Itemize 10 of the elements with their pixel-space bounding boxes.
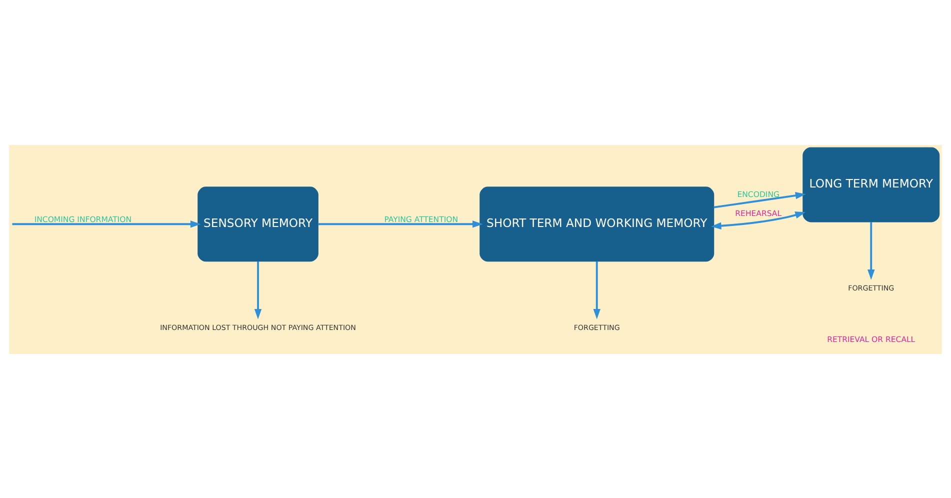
node-box: SENSORY MEMORY [198, 186, 318, 262]
arrow [12, 220, 201, 228]
arrow [254, 260, 262, 319]
node-box: SHORT TERM AND WORKING MEMORY [480, 186, 714, 262]
arrow [318, 220, 483, 228]
arrow [593, 260, 600, 319]
arrow [868, 222, 875, 280]
arrow [710, 211, 806, 229]
node-box: LONG TERM MEMORY [802, 146, 940, 222]
arrow [714, 191, 806, 208]
